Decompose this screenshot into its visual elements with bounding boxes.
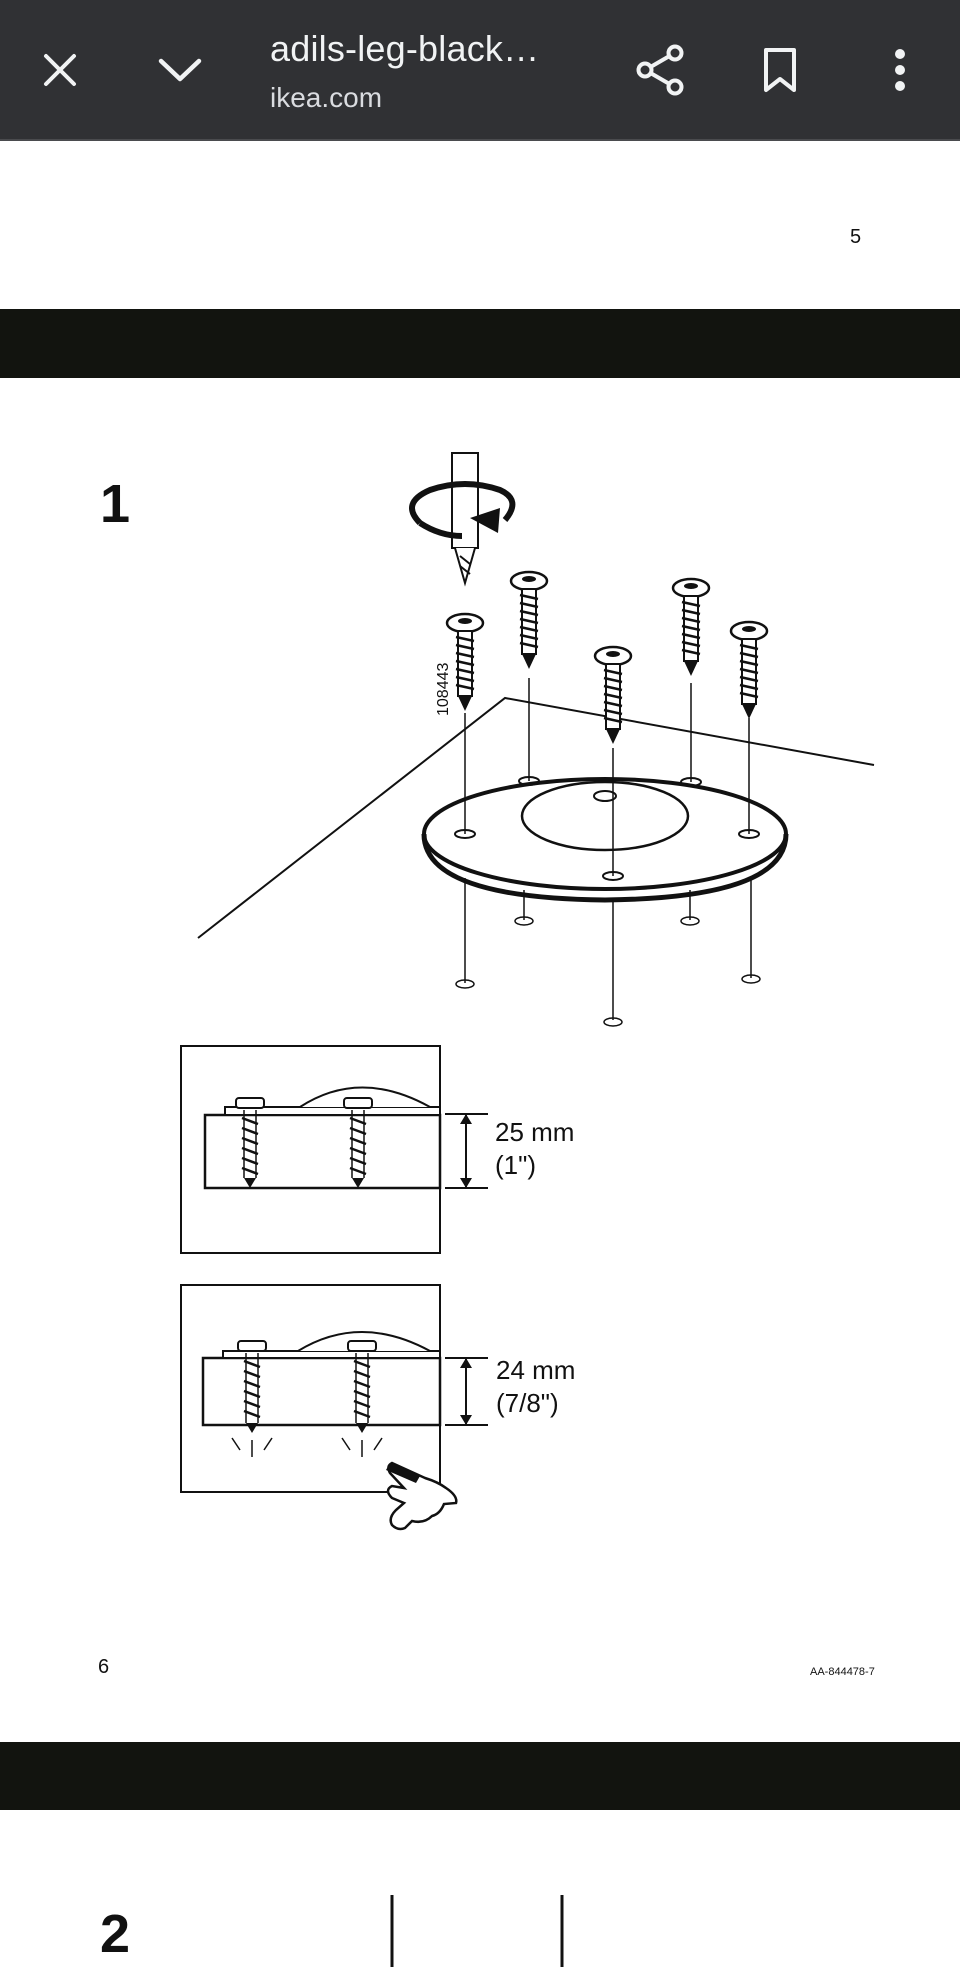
- browser-toolbar: adils-leg-black… ikea.com: [0, 0, 960, 141]
- leg-illustration: [390, 1895, 564, 1967]
- measurement-bad-value: 24 mm: [496, 1355, 576, 1385]
- measurement-bad: 24 mm (7/8"): [496, 1354, 575, 1420]
- pointing-hand-icon: [386, 1461, 458, 1531]
- page-number-bottom: 6: [98, 1656, 110, 1678]
- assembly-illustration: 108443: [180, 452, 875, 1531]
- share-icon[interactable]: [630, 40, 690, 100]
- measurement-ok-imperial: (1"): [495, 1150, 537, 1180]
- page-divider: [0, 1742, 960, 1810]
- document-page-6: 1: [0, 378, 960, 1742]
- page-divider: [0, 309, 960, 378]
- page-title[interactable]: adils-leg-black…: [270, 28, 540, 69]
- document-page-7: 2: [0, 1810, 960, 1967]
- screw-code-label: 108443: [435, 663, 452, 716]
- screwdriver-icon: [409, 452, 516, 587]
- page-number-top: 5: [850, 226, 862, 248]
- measurement-bad-imperial: (7/8"): [496, 1388, 559, 1418]
- screw: [671, 577, 711, 676]
- step-number: 2: [100, 1904, 131, 1964]
- screw: [445, 612, 485, 711]
- step-number: 1: [100, 474, 131, 534]
- detail-incorrect-depth: [180, 1284, 488, 1493]
- document-code: AA-844478-7: [810, 1666, 875, 1678]
- screw: [593, 645, 633, 744]
- screw: [509, 570, 549, 669]
- measurement-ok-value: 25 mm: [495, 1117, 575, 1147]
- close-icon[interactable]: [30, 40, 90, 100]
- measurement-ok: 25 mm (1"): [495, 1116, 574, 1182]
- bookmark-icon[interactable]: [750, 40, 810, 100]
- detail-correct-depth: [180, 1045, 488, 1254]
- screw: [729, 620, 769, 719]
- document-page-5: 5: [0, 141, 960, 309]
- chevron-down-icon[interactable]: [150, 40, 210, 100]
- page-domain[interactable]: ikea.com: [270, 82, 383, 113]
- more-vert-icon[interactable]: [870, 40, 930, 100]
